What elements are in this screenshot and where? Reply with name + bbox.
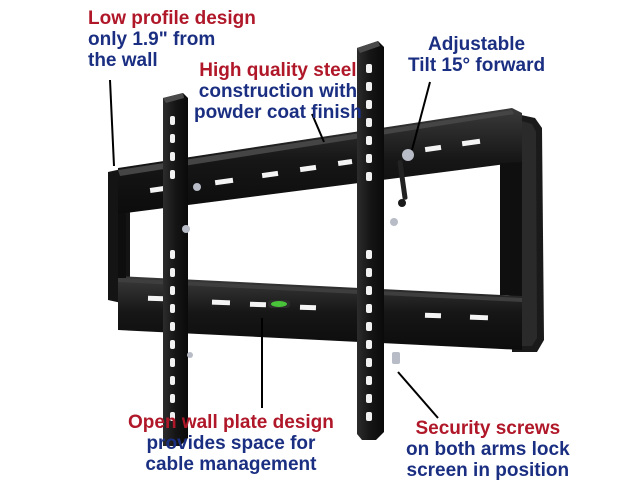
callout-low-profile-line-1: Low profile design [88,8,256,29]
callout-tilt-line-1: Adjustable [428,34,526,55]
callout-low-profile-line-2: only 1.9" from [88,29,216,50]
callout-low-profile-line-3: the wall [88,50,158,71]
callout-steel-line-3: powder coat finish [194,102,362,123]
callout-tilt-line-2: Tilt 15° forward [408,55,546,76]
right-mounting-arm [357,41,414,440]
bubble-level [268,300,290,308]
callout-security: Security screws on both arms lock screen… [406,418,570,481]
callout-low-profile: Low profile design only 1.9" from the wa… [88,8,256,71]
left-mounting-arm [163,93,201,446]
callout-steel-line-2: construction with [198,81,358,102]
callout-wall-plate: Open wall plate design provides space fo… [128,412,334,475]
callout-wall-plate-line-1: Open wall plate design [128,412,334,433]
callout-steel-line-1: High quality steel [199,60,357,81]
callout-security-line-2: on both arms lock [406,439,570,460]
callout-security-line-1: Security screws [415,418,561,439]
callout-tilt: Adjustable Tilt 15° forward [408,34,545,76]
callout-security-line-3: screen in position [406,460,570,481]
callout-wall-plate-line-2: provides space for [146,433,316,454]
callout-steel: High quality steel construction with pow… [194,60,362,123]
callout-wall-plate-line-3: cable management [145,454,317,475]
